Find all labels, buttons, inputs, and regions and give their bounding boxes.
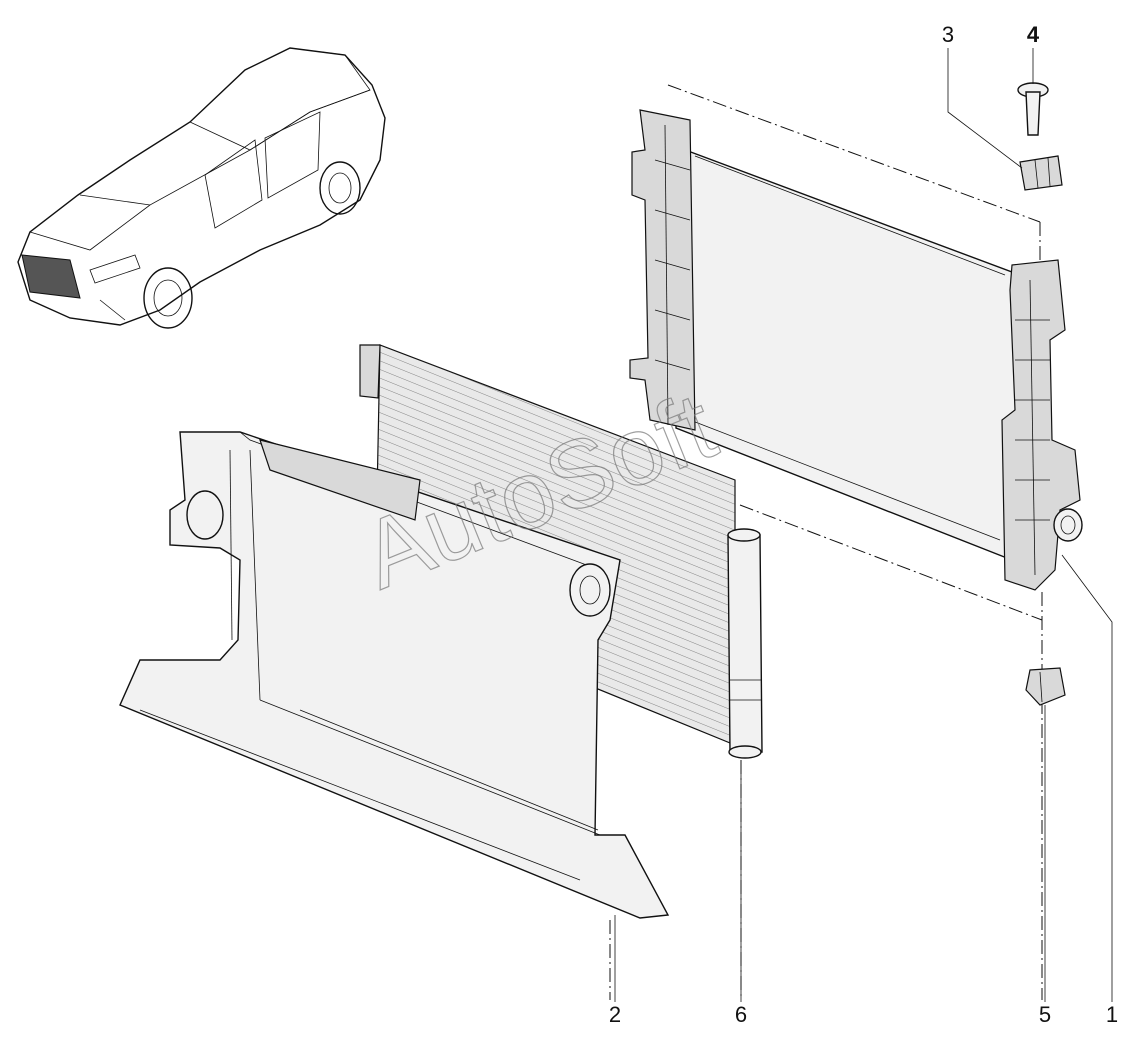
retaining-pin bbox=[1017, 82, 1049, 136]
callout-3: 3 bbox=[942, 22, 954, 47]
callout-6: 6 bbox=[735, 1002, 747, 1027]
callout-4: 4 bbox=[1027, 22, 1040, 47]
callout-2: 2 bbox=[609, 1002, 621, 1027]
callout-5: 5 bbox=[1039, 1002, 1051, 1027]
lower-support-bushing bbox=[1025, 667, 1066, 706]
radiator bbox=[629, 109, 1083, 591]
leader-lines bbox=[614, 48, 1113, 1002]
callout-1: 1 bbox=[1106, 1002, 1118, 1027]
air-deflector bbox=[119, 431, 670, 919]
vehicle-thumbnail bbox=[17, 47, 386, 329]
mounting-bushing bbox=[1019, 155, 1063, 191]
